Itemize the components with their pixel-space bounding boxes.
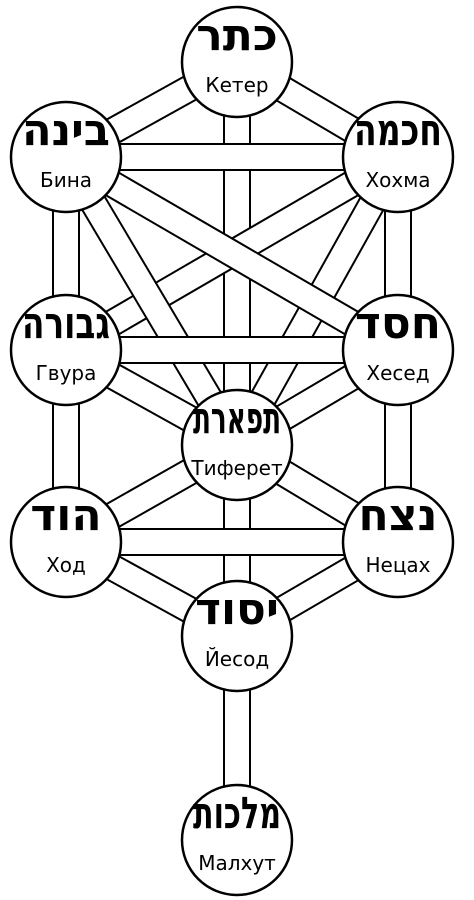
sefirah-circle-hod [9, 485, 123, 599]
sefirah-russian-netzach: Нецах [365, 553, 430, 577]
sefirah-russian-chesed: Хесед [366, 361, 429, 385]
sefirah-russian-tiferet: Тиферет [190, 456, 283, 480]
sefirah-russian-yesod: Йесод [205, 647, 269, 671]
sefirah-circle-gevurah [9, 293, 123, 407]
sefirah-circle-yesod [180, 579, 294, 693]
sefirah-circle-chokhmah [341, 100, 455, 214]
sefirah-russian-binah: Бина [40, 168, 92, 192]
sefirah-hebrew-keter: כתר [196, 10, 277, 61]
sefirah-circle-netzach [341, 485, 455, 599]
sefirah-yesod: יסוד Йесод [180, 579, 294, 693]
sefirah-tiferet: תפארת Тиферет [180, 388, 294, 502]
sefirah-circle-binah [9, 100, 123, 214]
sefirah-russian-gevurah: Гвура [36, 361, 97, 385]
sefirah-hebrew-gevurah: גבורה [22, 298, 110, 349]
sefirah-hebrew-netzach: נצח [359, 490, 438, 541]
sefirah-hebrew-malkhut: מלכות [193, 788, 281, 839]
sefirah-russian-malkhut: Малхут [198, 851, 276, 875]
sefirah-keter: כתר Кетер [180, 5, 294, 119]
sefirah-binah: בינה Бина [9, 100, 123, 214]
sefirah-hebrew-hod: הוד [30, 490, 101, 541]
sefirah-circle-tiferet [180, 388, 294, 502]
sefirah-circle-malkhut [180, 783, 294, 897]
sefirah-hebrew-chesed: חסד [355, 298, 441, 349]
sefirah-russian-hod: Ход [46, 553, 86, 577]
sefirah-chokhmah: חכמה Хохма [341, 100, 455, 214]
sefirah-hebrew-tiferet: תפארת [193, 393, 281, 444]
sefirah-netzach: נצח Нецах [341, 485, 455, 599]
sefirah-hod: הוד Ход [9, 485, 123, 599]
sefirah-hebrew-binah: בינה [22, 105, 110, 156]
sefirah-hebrew-chokhmah: חכמה [354, 105, 442, 156]
sefirah-chesed: חסד Хесед [341, 293, 455, 407]
sefirah-circle-chesed [341, 293, 455, 407]
sefirah-malkhut: מלכות Малхут [180, 783, 294, 897]
sefirot-layer: כתר Кетер חכמה Хохма בינה Бина חסד Хесед גבורה Гв… [9, 5, 455, 897]
sefirah-gevurah: גבורה Гвура [9, 293, 123, 407]
sefirah-circle-keter [180, 5, 294, 119]
sefirah-russian-chokhmah: Хохма [365, 168, 430, 192]
sefirah-hebrew-yesod: יסוד [195, 584, 279, 635]
sefirah-russian-keter: Кетер [205, 73, 268, 97]
